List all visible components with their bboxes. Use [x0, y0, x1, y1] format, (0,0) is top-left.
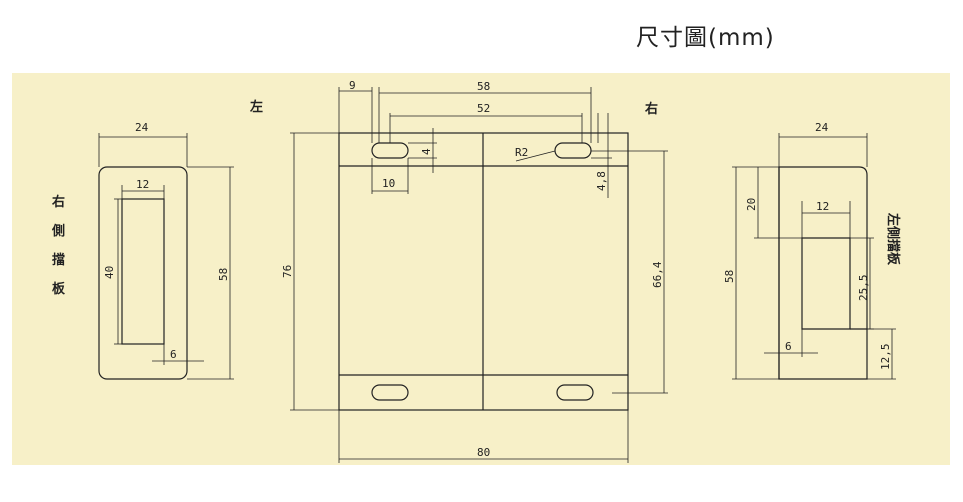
drawing-panel: 24 12 40 58 6 右 側 擋 板: [12, 73, 950, 465]
right-dim-inner-height: 25,5: [857, 275, 870, 302]
right-dim-offset: 6: [785, 340, 792, 353]
bottom-left-slot: [371, 384, 409, 401]
left-label-char-1: 右: [51, 194, 65, 210]
right-dim-top-offset: 20: [745, 198, 758, 211]
center-dim-slot-height: 4: [420, 148, 433, 155]
center-dim-slot-gap: 4,8: [595, 171, 608, 191]
right-plate-outline: [778, 166, 868, 380]
left-label-char-4: 板: [52, 281, 66, 297]
left-dim-offset: 6: [170, 348, 177, 361]
right-dim-height: 58: [723, 270, 736, 283]
bottom-right-slot: [556, 384, 594, 401]
panel-background: [12, 73, 950, 465]
page-title: 尺寸圖(mm): [636, 25, 775, 51]
center-dim-width: 80: [477, 446, 490, 459]
left-label-char-3: 擋: [52, 252, 65, 268]
left-dim-inner-height: 40: [103, 266, 116, 279]
center-dim-slot-offset: 9: [349, 79, 356, 92]
left-side-plate: 24 12 40 58 6 右 側 擋 板: [51, 121, 234, 380]
right-side-plate: 24 20 12 58 25,5 6 12,5 左側擋板: [723, 121, 901, 380]
top-right-slot: [554, 142, 592, 159]
left-plate-window: [121, 198, 165, 345]
center-dim-overall-top: 58: [477, 80, 490, 93]
left-dim-height: 58: [217, 268, 230, 281]
right-part-label: 左側擋板: [885, 213, 901, 266]
dimension-drawing: 24 12 40 58 6 右 側 擋 板: [12, 73, 950, 465]
left-dim-inner-width: 12: [136, 178, 149, 191]
center-main-plate: 9 58 52 4 10 R2 4,8 76: [250, 79, 668, 463]
left-dim-width: 24: [135, 121, 149, 134]
center-left-label: 左: [250, 99, 263, 115]
center-dim-inner-top: 52: [477, 102, 490, 115]
center-right-label: 右: [644, 101, 658, 117]
left-label-char-2: 側: [51, 223, 65, 239]
center-dim-slot-length: 10: [382, 177, 395, 190]
center-dim-radius: R2: [515, 146, 528, 159]
right-dim-inner-width: 12: [816, 200, 829, 213]
right-dim-bottom-height: 12,5: [879, 344, 892, 371]
center-dim-side-height: 66,4: [651, 261, 664, 288]
center-dim-height: 76: [281, 265, 294, 278]
left-plate-outline: [98, 166, 188, 380]
right-dim-width: 24: [815, 121, 829, 134]
